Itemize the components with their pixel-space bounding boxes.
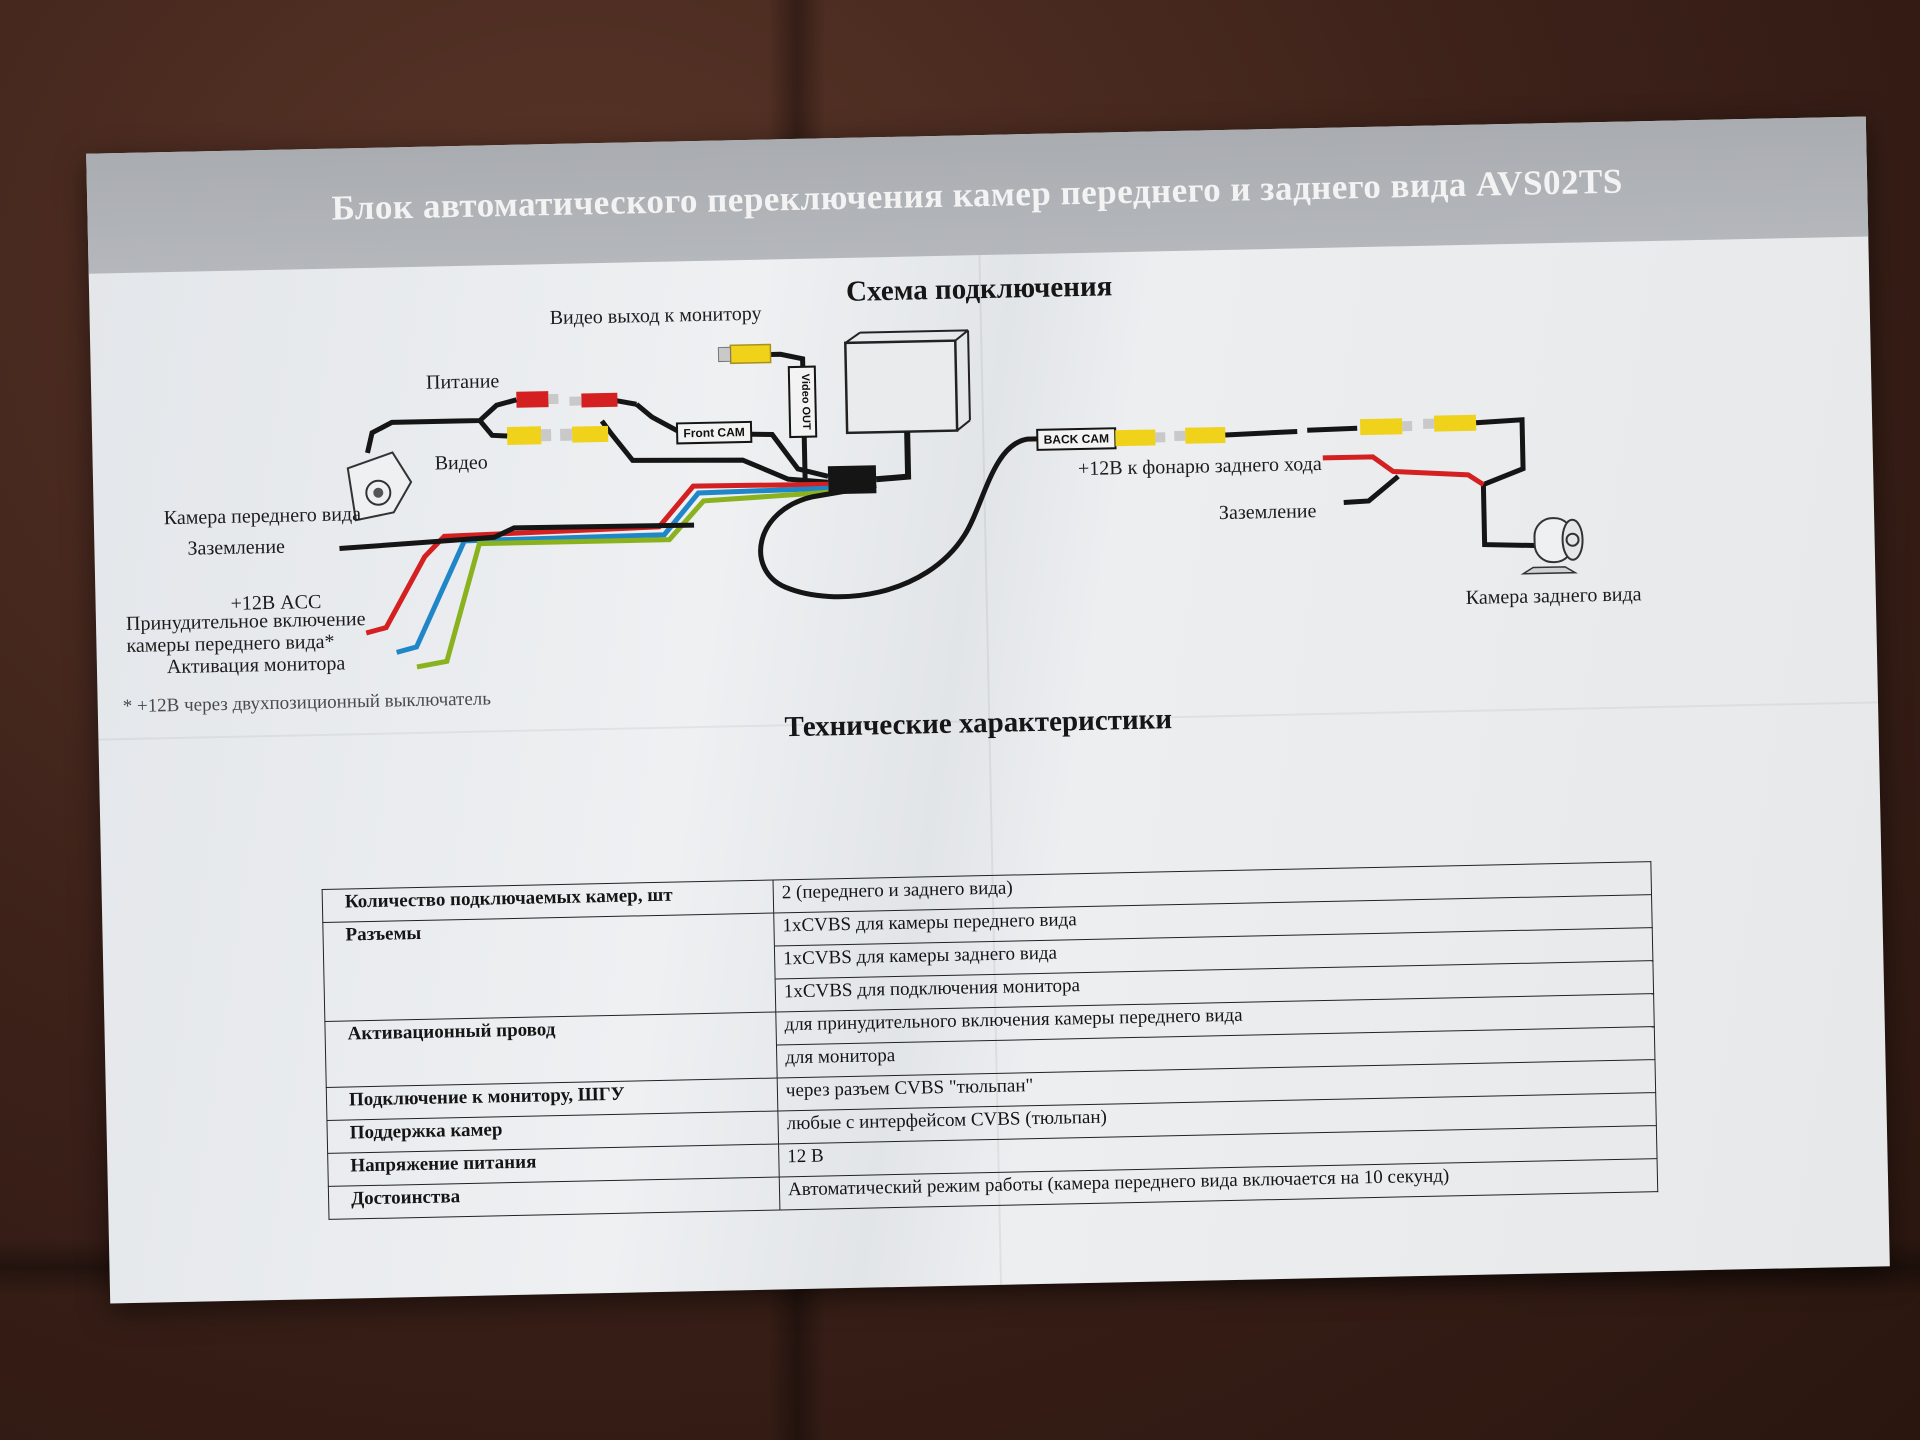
label-ground-left: Заземление [187,535,286,560]
label-rear-camera: Камера заднего вида [1465,583,1642,609]
back-cam-tag [1036,427,1117,451]
rear-camera-icon [1520,517,1584,575]
rca-video-male [506,426,542,446]
rca-back-1 [1115,429,1156,447]
rca-back-2 [1185,426,1226,444]
video-out-tag-text: Video OUT [799,374,812,431]
label-monitor-activation: Активация монитора [166,652,346,679]
rca-back-3 [1359,418,1403,436]
back-cam-tag-text: BACK CAM [1044,431,1110,446]
rca-power-female [581,392,618,408]
specs-table: Количество подключаемых камер, шт 2 (пер… [322,861,1659,1220]
rca-power-male [516,391,549,408]
front-cam-tag [675,420,753,445]
label-power: Питание [425,370,500,394]
video-out-tag [787,365,818,439]
front-cam-tag-text: Front CAM [683,425,745,440]
rca-back-4 [1433,414,1477,432]
front-camera-icon [346,451,413,522]
rca-video-female [571,425,609,443]
label-video: Видео [434,451,489,475]
instruction-sheet: Блок автоматического переключения камер … [86,116,1890,1304]
label-ground-right: Заземление [1218,500,1317,525]
label-front-camera: Камера переднего вида [163,503,362,530]
rca-video-out [729,343,772,365]
switch-box [844,339,959,435]
label-video-out: Видео выход к монитору [549,302,762,330]
wiring-diagram: Video OUT Front CAM [339,329,1584,670]
